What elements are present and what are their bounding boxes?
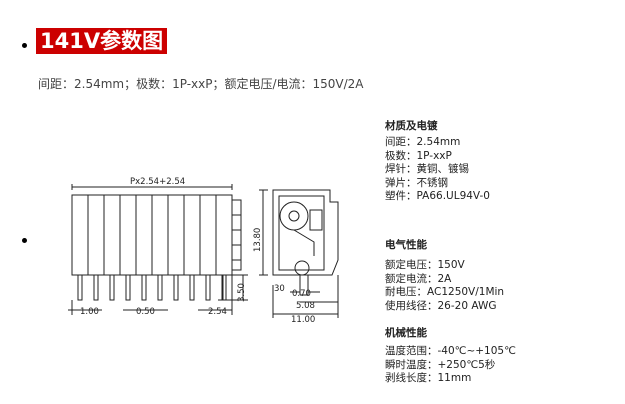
solder-pin xyxy=(77,274,83,301)
electrical-heading: 电气性能 xyxy=(385,239,427,251)
solder-pin xyxy=(93,274,99,301)
solder-pin xyxy=(157,274,163,301)
solder-pin xyxy=(109,274,115,301)
electrical-line: 耐电压：AC1250V/1Min xyxy=(385,286,505,298)
technical-drawing: Px2.54+2.54 1.00 0.50 2.54 3.50 xyxy=(68,177,339,325)
dim-pin-height: 3.50 xyxy=(237,283,247,302)
mechanical-heading: 机械性能 xyxy=(385,327,427,339)
bullet-2 xyxy=(22,238,27,243)
solder-pin xyxy=(205,274,211,301)
dim-bottom-left: 1.00 xyxy=(80,307,99,317)
dim-070: 0.70 xyxy=(292,289,311,299)
material-line: 塑件：PA66.UL94V-0 xyxy=(385,190,490,202)
bullet-1 xyxy=(22,43,27,48)
electrical-line: 使用线径：26-20 AWG xyxy=(385,299,497,312)
material-line: 极数：1P-xxP xyxy=(385,149,452,162)
mechanical-line: 瞬时温度：+250℃5秒 xyxy=(385,358,496,371)
electrical-line: 额定电流：2A xyxy=(385,272,452,285)
dim-bottom-right: 2.54 xyxy=(208,307,227,317)
dim-30: 30 xyxy=(274,284,285,294)
solder-pin xyxy=(141,274,147,301)
summary-line: 间距：2.54mm；极数：1P-xxP；额定电压/电流：150V/2A xyxy=(38,77,364,91)
mechanical-line: 温度范围：-40℃~+105℃ xyxy=(385,345,516,357)
dim-top: Px2.54+2.54 xyxy=(130,177,185,187)
front-view xyxy=(68,184,248,315)
solder-pin xyxy=(125,274,131,301)
electrical-line: 额定电压：150V xyxy=(385,259,465,271)
dim-1100: 11.00 xyxy=(291,315,315,325)
side-view xyxy=(259,189,339,318)
dim-508: 5.08 xyxy=(296,301,315,311)
dim-bottom-mid: 0.50 xyxy=(136,307,155,317)
page-title: 141V参数图 xyxy=(36,28,168,54)
material-line: 间距：2.54mm xyxy=(385,136,461,148)
material-line: 焊针：黄铜、镀锡 xyxy=(385,163,469,175)
product-figure: Px2.54+2.54 1.00 0.50 2.54 3.50 xyxy=(38,110,618,404)
material-heading: 材质及电镀 xyxy=(385,120,438,132)
material-line: 弹片：不锈钢 xyxy=(385,176,448,189)
mechanical-line: 剥线长度：11mm xyxy=(385,372,472,384)
solder-pin xyxy=(189,274,195,301)
dim-height: 13.80 xyxy=(253,228,263,252)
solder-pin xyxy=(173,274,179,301)
